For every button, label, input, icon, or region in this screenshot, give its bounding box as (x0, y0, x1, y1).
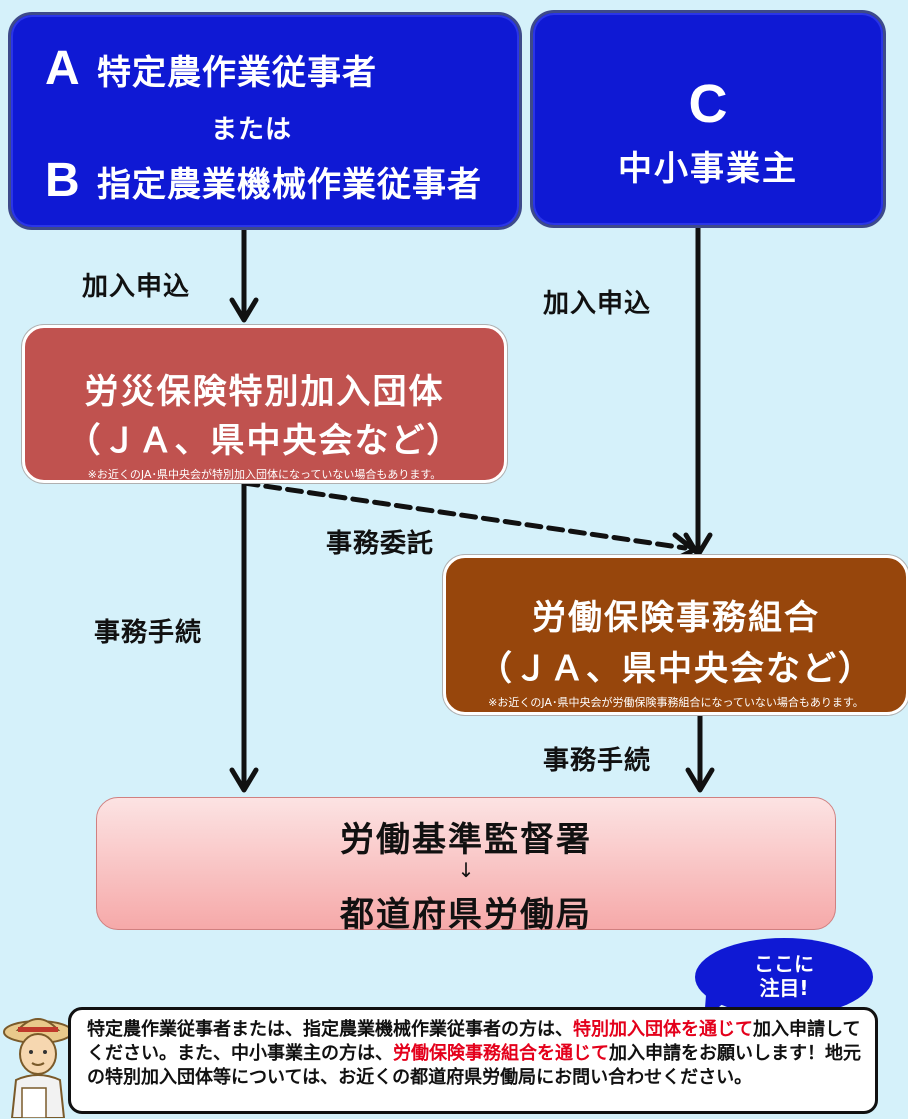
label-or: または (211, 115, 293, 145)
attention-bubble: ここに 注目! (695, 938, 873, 1016)
roumu-subtitle: （ＪＡ、県中央会など） (478, 649, 874, 689)
label-apply-right: 加入申込 (543, 289, 652, 319)
tokubetsu-note: ※お近くのJA･県中央会が特別加入団体になっていない場合もあります。 (87, 468, 442, 481)
kantoku-title: 労働基準監督署 (340, 820, 592, 860)
info-callout: 特定農作業従事者または、指定農業機械作業従事者の方は、特別加入団体を通じて加入申… (68, 1007, 878, 1114)
box-special-insurance-group: 労災保険特別加入団体 （ＪＡ、県中央会など） ※お近くのJA･県中央会が特別加入… (22, 325, 507, 483)
arrowhead-roumu-to-kantoku (685, 767, 715, 793)
tokubetsu-subtitle: （ＪＡ、県中央会など） (66, 421, 463, 461)
letter-c: C (688, 74, 728, 134)
farmer-illustration (3, 1018, 73, 1118)
box-labor-insurance-union: 労働保険事務組合 （ＪＡ、県中央会など） ※お近くのJA･県中央会が労働保険事務… (443, 555, 908, 715)
callout-highlight-2: 労働保険事務組合を通じて (393, 1043, 609, 1064)
label-delegation: 事務委託 (326, 529, 435, 559)
letter-a: A (45, 42, 81, 95)
box-ab-workers: A 特定農作業従事者 または B 指定農業機械作業従事者 (8, 12, 522, 230)
arrowhead-tokubetsu-to-kantoku (229, 767, 259, 793)
bubble-line2: 注目! (759, 976, 809, 1000)
label-b: 指定農業機械作業従事者 (97, 165, 482, 205)
bubble-line1: ここに (754, 952, 814, 976)
label-apply-left: 加入申込 (82, 272, 191, 302)
callout-text-2: 加入申請してください。また、中小事業主の方は、 (87, 1019, 861, 1064)
letter-b: B (45, 154, 81, 207)
arrow-delegation-dashed (241, 480, 688, 551)
box-labor-office: 労働基準監督署 ↓ 都道府県労働局 (96, 797, 836, 935)
roumu-note: ※お近くのJA･県中央会が労働保険事務組合になっていない場合もあります。 (488, 696, 864, 709)
box-c-employer: C 中小事業主 (530, 10, 886, 228)
label-c: 中小事業主 (618, 149, 798, 189)
label-a: 特定農作業従事者 (97, 53, 377, 93)
callout-highlight-1: 特別加入団体を通じて (573, 1019, 753, 1040)
callout-text-1: 特定農作業従事者または、指定農業機械作業従事者の方は、 (87, 1019, 573, 1040)
roumu-title: 労働保険事務組合 (532, 598, 820, 638)
kantoku-arrow: ↓ (457, 858, 475, 882)
label-procedure-right: 事務手続 (543, 746, 652, 776)
kantoku-subtitle: 都道府県労働局 (340, 895, 592, 935)
arrowhead-ab-to-tokubetsu (229, 297, 259, 323)
label-procedure-left: 事務手続 (94, 618, 203, 648)
tokubetsu-title: 労災保険特別加入団体 (84, 372, 445, 412)
callout-text-3: 加入申請をお願いします！地元の特別加入団体等については、お近くの都道府県労働局に… (87, 1043, 861, 1088)
